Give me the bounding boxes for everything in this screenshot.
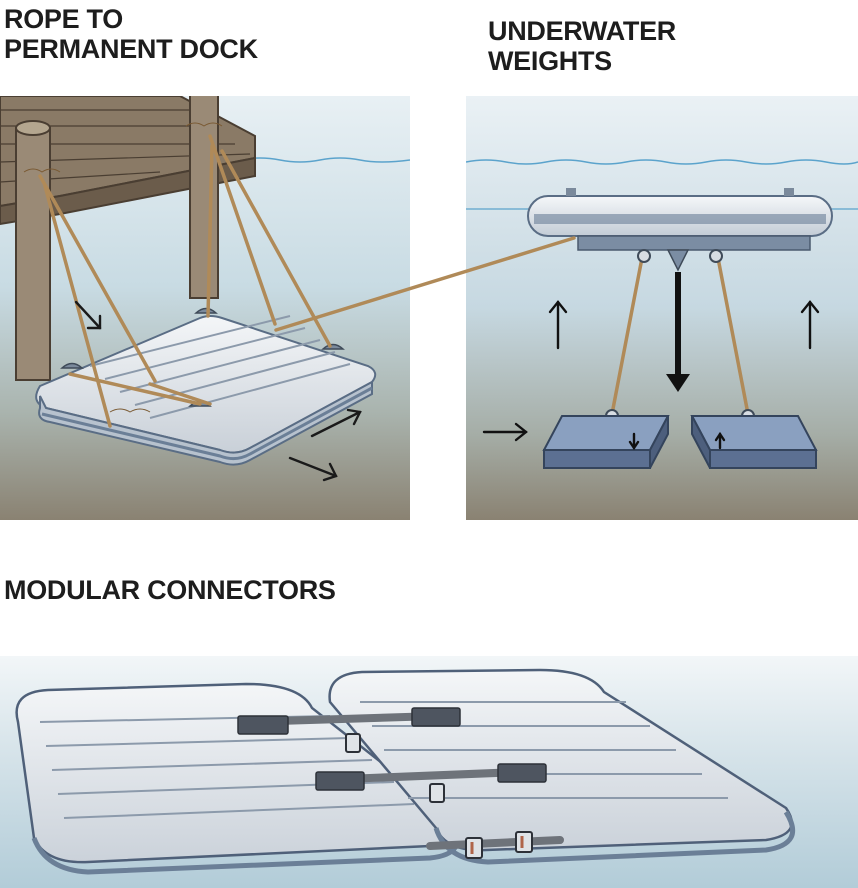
arrow-icon	[482, 422, 528, 442]
weights-panel-title: UNDERWATER WEIGHTS	[488, 16, 748, 76]
arrow-icon	[74, 300, 102, 330]
buckle-icon	[345, 733, 361, 753]
modular-panel-illustration	[0, 656, 858, 888]
dock-title-line-1: ROPE TO	[4, 4, 123, 34]
shackle-icon	[637, 249, 651, 263]
anchor-ropes	[610, 256, 750, 416]
weight-plate-right	[690, 415, 818, 469]
dock-panel-illustration	[0, 96, 410, 520]
weight-plate-left	[542, 415, 670, 469]
arrow-icon	[310, 408, 362, 438]
dock-float	[35, 315, 377, 466]
arrow-icon	[714, 431, 726, 450]
buckle-icon	[465, 837, 483, 859]
buckle-icon	[515, 831, 533, 853]
modular-panel-title: MODULAR CONNECTORS	[4, 575, 336, 605]
arrow-icon	[288, 456, 338, 482]
dock-panel-title: ROPE TO PERMANENT DOCK	[4, 4, 334, 64]
weights-title-line-2: WEIGHTS	[488, 46, 612, 76]
weights-panel-illustration	[466, 96, 858, 520]
shackle-icon	[709, 249, 723, 263]
dock-title-line-2: PERMANENT DOCK	[4, 34, 258, 64]
wooden-dock	[0, 96, 256, 381]
buckle-icon	[429, 783, 445, 803]
cleat-icon	[60, 362, 84, 369]
weights-title-line-1: UNDERWATER	[488, 16, 677, 46]
arrow-icon	[666, 249, 690, 392]
weights-float	[527, 188, 833, 251]
weights-waterline	[466, 159, 858, 165]
arrow-icon	[800, 300, 820, 350]
arrow-icon	[628, 432, 640, 451]
